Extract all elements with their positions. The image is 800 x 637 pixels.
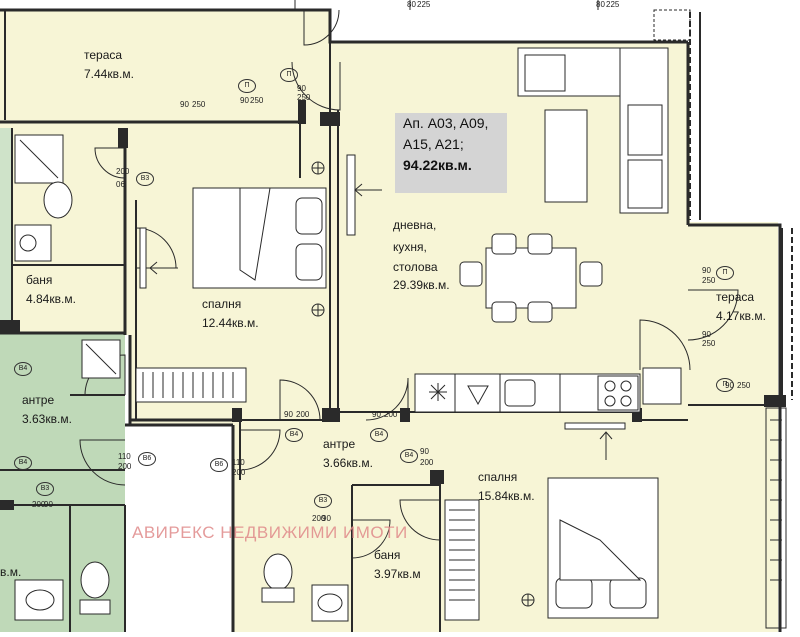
bath-left-area: 4.84кв.м. (26, 292, 76, 306)
dim-200: 200 (312, 514, 326, 523)
bedroom-left-name: спалня (202, 297, 242, 311)
dim-250: 250 (297, 93, 311, 102)
dim-90: 90 (240, 96, 249, 105)
terrace-top-floor (0, 10, 330, 122)
apartment-ids-line2: A15, A21; (403, 136, 464, 152)
bath-bottom-area: 3.97кв.м (374, 567, 421, 581)
door-tag-b4: В4 (400, 449, 418, 463)
living-name-line3: столова (393, 260, 438, 274)
dim-90: 90 (322, 514, 331, 523)
bedroom-right-name: спалня (478, 470, 518, 484)
living-area: 29.39кв.м. (393, 278, 450, 292)
door-tag-b6: В6 (210, 458, 228, 472)
agency-watermark: АВИРЕКС НЕДВИЖИМИ ИМОТИ (132, 523, 408, 542)
dim-90: 90 (44, 500, 53, 509)
dim-110: 110 (118, 452, 131, 461)
door-tag-p: П (716, 266, 734, 280)
bedroom-right-area: 15.84кв.м. (478, 489, 535, 503)
door-tag-p: П (238, 79, 256, 93)
bedroom-left-area: 12.44кв.м. (202, 316, 259, 330)
dim-200: 200 (32, 500, 46, 509)
door-tag-b3: В3 (36, 482, 54, 496)
door-tag-b4: В4 (285, 428, 303, 442)
bath-left-name: баня (26, 273, 53, 287)
dim-90: 90 (702, 330, 711, 339)
dim-90: 90 (420, 447, 429, 456)
dim-06: 06 (116, 180, 125, 189)
dim-225: 225 (606, 0, 620, 9)
door-tag-b4: В4 (14, 456, 32, 470)
terrace-right-area: 4.17кв.м. (716, 309, 766, 323)
dim-80: 80 (407, 0, 416, 9)
dim-200: 200 (116, 167, 130, 176)
door-tag-p: П (716, 378, 734, 392)
cut-left-area: в.м. (0, 565, 22, 579)
door-tag-b4: В4 (14, 362, 32, 376)
apartment-label-box: Ап. A03, A09, A15, A21; 94.22кв.м. (395, 113, 507, 193)
dim-225: 225 (417, 0, 431, 9)
dim-90: 90 (702, 266, 711, 275)
dim-200: 200 (118, 462, 132, 471)
dim-250: 250 (702, 339, 716, 348)
living-name-line1: дневна, (393, 218, 437, 232)
dim-200: 200 (296, 410, 310, 419)
dim-250: 250 (702, 276, 716, 285)
dim-110: 110 (232, 458, 245, 467)
apartment-ids-line1: Ап. A03, A09, (403, 115, 489, 131)
hall-center-name: антре (323, 437, 356, 451)
door-tag-b6: В6 (138, 452, 156, 466)
door-tag-b4: В4 (370, 428, 388, 442)
hall-center-area: 3.66кв.м. (323, 456, 373, 470)
hall-left-area: 3.63кв.м. (22, 412, 72, 426)
terrace-top-area: 7.44кв.м. (84, 67, 134, 81)
bath-bottom-name: баня (374, 548, 401, 562)
terrace-top-name: тераса (84, 48, 123, 62)
terrace-right-name: тераса (716, 290, 755, 304)
dim-90: 90 (180, 100, 189, 109)
dim-200: 200 (232, 468, 246, 477)
dim-90: 90 (372, 410, 381, 419)
dim-250: 250 (192, 100, 206, 109)
dim-90: 90 (725, 381, 734, 390)
dim-80: 80 (596, 0, 605, 9)
living-name-line2: кухня, (393, 240, 427, 254)
dim-250: 250 (737, 381, 751, 390)
door-tag-p: П (280, 68, 298, 82)
left-strip (0, 128, 12, 328)
door-tag-b3: В3 (314, 494, 332, 508)
dim-90: 90 (297, 84, 306, 93)
hall-left-name: антре (22, 393, 55, 407)
apartment-total-area: 94.22кв.м. (403, 157, 472, 173)
dim-250: 250 (250, 96, 264, 105)
dim-90: 90 (284, 410, 293, 419)
door-tag-b3: В3 (136, 172, 154, 186)
dim-200: 200 (384, 410, 398, 419)
dim-200: 200 (420, 458, 434, 467)
